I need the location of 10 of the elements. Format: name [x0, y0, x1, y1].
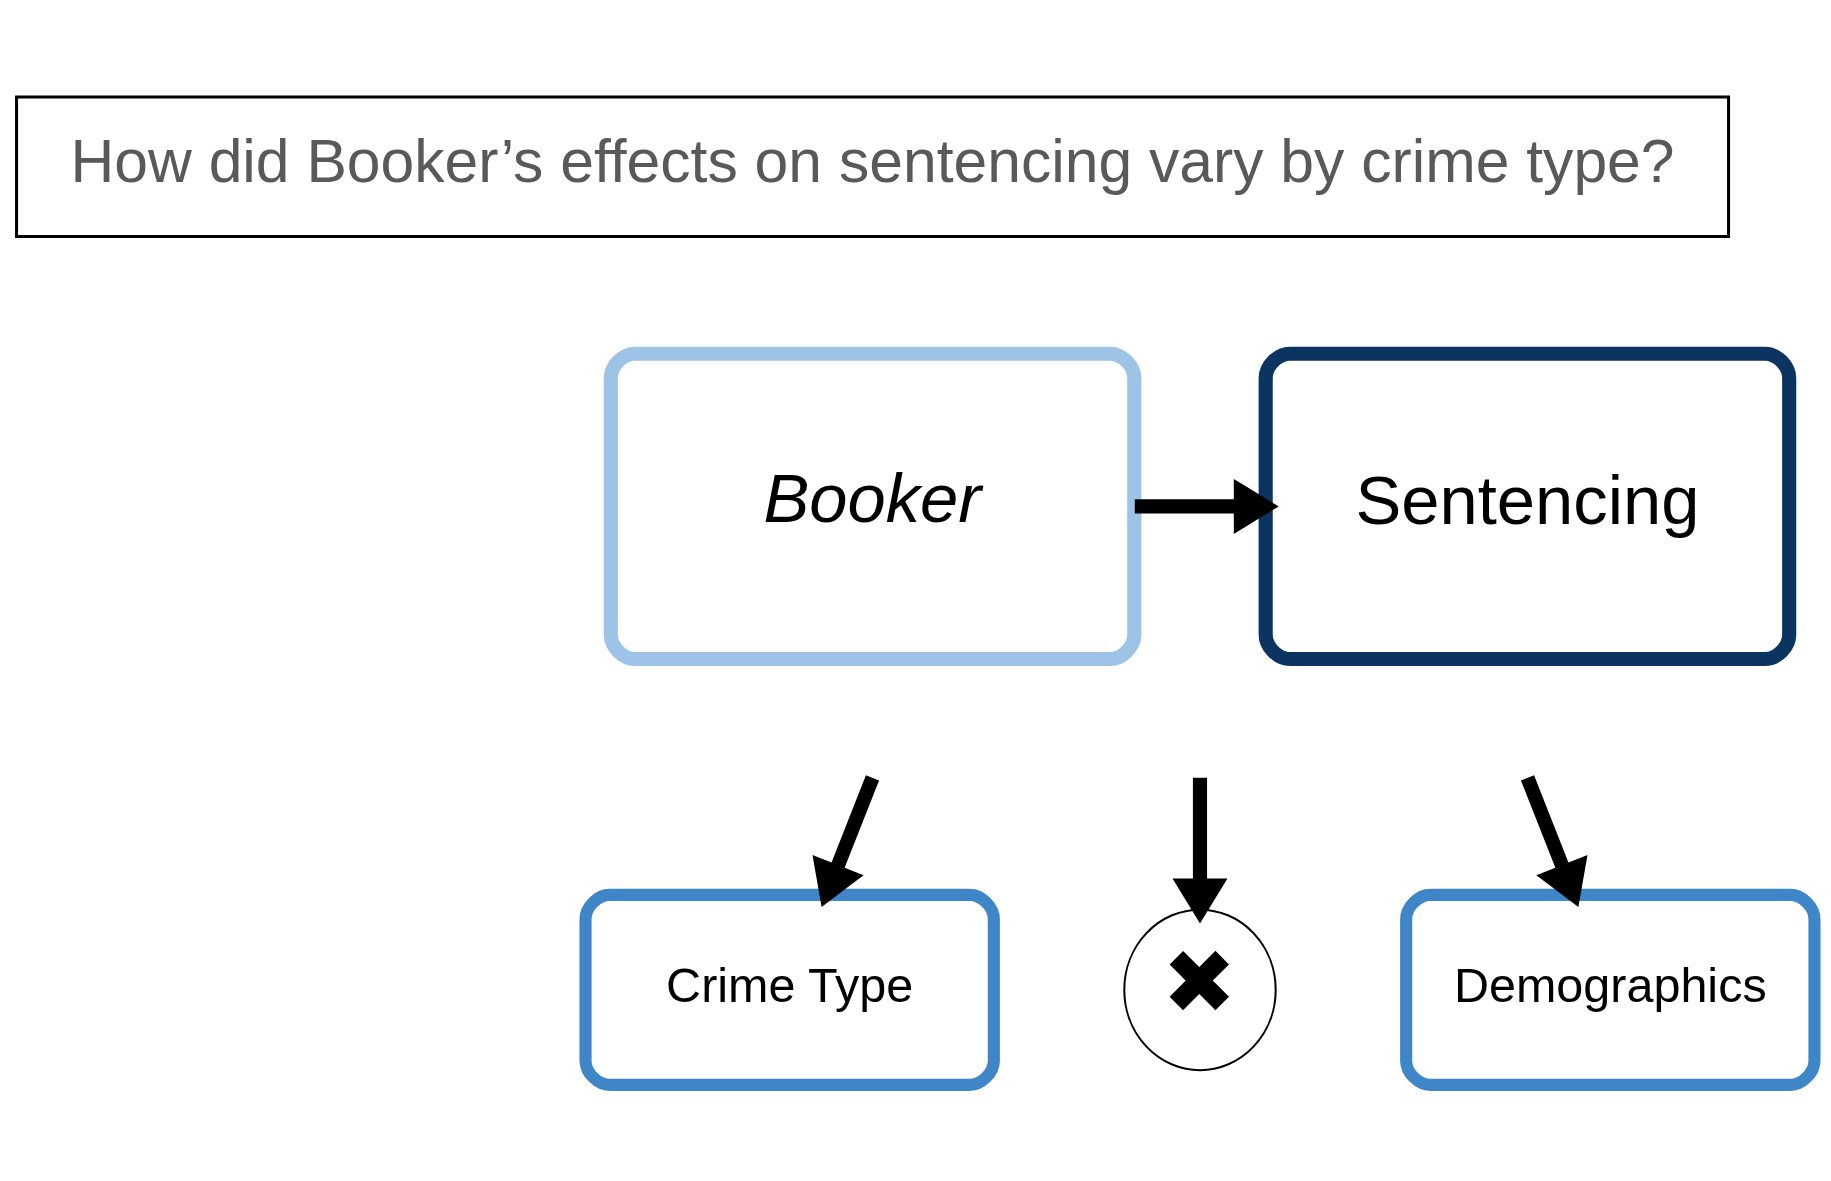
node-box: Demographics: [1400, 888, 1821, 1091]
node-circle: ✖: [1123, 908, 1277, 1071]
arrow: [1520, 774, 1588, 907]
arrow: [1172, 777, 1228, 923]
node-box: Sentencing: [1258, 346, 1797, 666]
node-box: Crime Type: [579, 888, 1000, 1091]
node-box: How did Booker’s effects on sentencing vary by crime type?: [15, 95, 1731, 238]
node-box: Booker: [603, 346, 1142, 666]
arrow: [1134, 478, 1279, 534]
arrow: [812, 774, 880, 907]
